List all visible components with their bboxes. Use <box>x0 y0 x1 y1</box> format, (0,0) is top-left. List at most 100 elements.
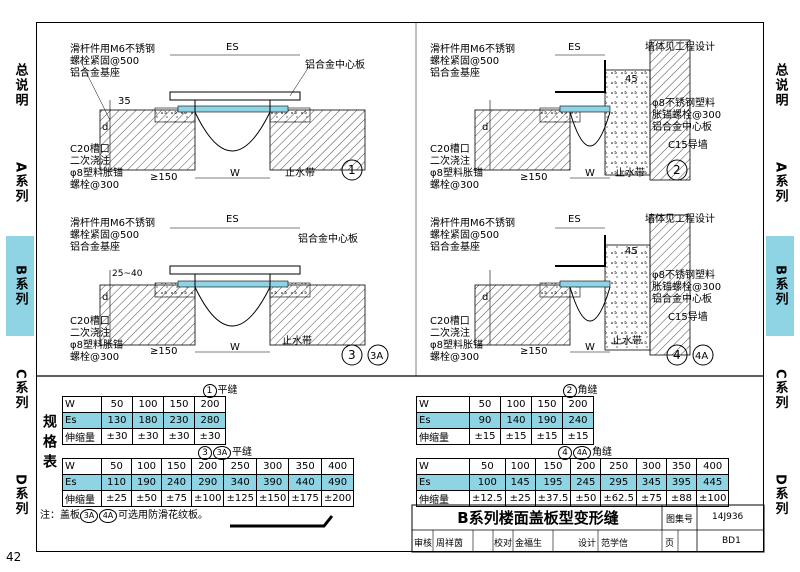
dim-label: d <box>482 122 488 133</box>
detail-1 <box>79 54 366 181</box>
label: 铝合金中心板 <box>652 292 712 305</box>
dim-label: ES <box>568 214 581 225</box>
table-cell: ±100 <box>695 490 730 507</box>
table-cell: 200 <box>562 396 594 413</box>
table-cell: 150 <box>531 396 563 413</box>
table-cell: ±50 <box>131 490 162 507</box>
label: 铝合金中心板 <box>305 58 365 71</box>
row-header: Es <box>62 474 102 491</box>
row-header: 伸缩量 <box>62 428 102 445</box>
side-tab-d-right[interactable]: D系列 <box>766 450 794 540</box>
table-cell: 100 <box>131 458 162 475</box>
row-header: Es <box>62 412 102 429</box>
table-cell: ±200 <box>320 490 355 507</box>
table-cell: 190 <box>131 474 162 491</box>
detail-number: 3 <box>348 348 356 362</box>
side-tab-b-right[interactable]: B系列 <box>766 236 794 336</box>
label: φ8塑料胀锚 <box>430 166 483 179</box>
label: C20槽口 <box>70 314 110 327</box>
table-cell: 350 <box>665 458 697 475</box>
dim-label: 45 <box>625 246 638 257</box>
side-tab-b[interactable]: B系列 <box>6 236 34 336</box>
table-cell: ±30 <box>101 428 133 445</box>
table-cell: 240 <box>161 474 192 491</box>
row-header: 伸缩量 <box>416 428 470 445</box>
label: φ8不锈钢塑料 <box>652 96 715 109</box>
table-cell: 200 <box>194 396 226 413</box>
page-value: BD1 <box>722 536 741 546</box>
table-cell: 50 <box>101 458 132 475</box>
side-tab-label: B系列 <box>12 265 28 307</box>
side-tab-a-right[interactable]: A系列 <box>766 138 794 228</box>
plate-sketch <box>230 515 334 528</box>
side-tab-general[interactable]: 总说明 <box>6 40 34 130</box>
label: C20槽口 <box>70 142 110 155</box>
table-cell: 440 <box>288 474 322 491</box>
label: 止水带 <box>615 167 645 179</box>
label: 铝合金基座 <box>430 66 480 79</box>
note-suffix: 可选用防滑花纹板。 <box>118 510 208 521</box>
table-cell: 100 <box>132 396 164 413</box>
detail-3 <box>99 227 389 366</box>
side-tab-label: C系列 <box>12 369 28 411</box>
side-tab-a[interactable]: A系列 <box>6 138 34 228</box>
detail-number: 2 <box>673 163 681 177</box>
table-cell: 350 <box>288 458 322 475</box>
table-cell: 140 <box>500 412 532 429</box>
table-cell: 100 <box>469 474 506 491</box>
table-cell: 130 <box>101 412 133 429</box>
dim-label: ≥150 <box>520 172 547 183</box>
table-cell: 90 <box>469 412 501 429</box>
row-header: W <box>416 396 470 413</box>
table-cell: ±88 <box>665 490 697 507</box>
table-cell: 250 <box>600 458 637 475</box>
label: 二次浇注 <box>70 154 110 167</box>
side-tab-general-right[interactable]: 总说明 <box>766 40 794 130</box>
dim-label: d <box>102 122 108 133</box>
label: 止水带 <box>285 167 315 179</box>
table-cell: 100 <box>500 396 532 413</box>
table-cell: ±37.5 <box>534 490 572 507</box>
spec-table-label: 规格表 <box>37 380 61 508</box>
table-cell: ±15 <box>562 428 594 445</box>
dim-label: ES <box>226 214 239 225</box>
atlas-number-value: 14J936 <box>712 512 744 522</box>
table-cell: ±30 <box>194 428 226 445</box>
row-header: W <box>62 396 102 413</box>
design-label: 设计 <box>578 539 597 549</box>
label: 滑杆件用M6不锈钢 <box>430 216 515 229</box>
side-tab-d[interactable]: D系列 <box>6 450 34 540</box>
table-cell: 200 <box>190 458 225 475</box>
label: 二次浇注 <box>70 326 110 339</box>
table-cell: 150 <box>534 458 572 475</box>
side-tab-c[interactable]: C系列 <box>6 345 34 435</box>
row-header: Es <box>416 474 470 491</box>
label: 螺栓@300 <box>70 178 119 191</box>
table-title-text: 角缝 <box>577 385 598 396</box>
table-row: 伸缩量±15±15±15±15 <box>416 428 594 445</box>
label: 滑杆件用M6不锈钢 <box>70 42 155 55</box>
table-cell: ±150 <box>255 490 290 507</box>
table-cell: ±75 <box>635 490 667 507</box>
table-cell: ±15 <box>500 428 532 445</box>
table-cell: 295 <box>600 474 637 491</box>
side-tab-c-right[interactable]: C系列 <box>766 345 794 435</box>
table-cell: ±75 <box>161 490 192 507</box>
side-tab-label: B系列 <box>772 265 788 307</box>
detail-labels: 滑杆件用M6不锈钢 螺栓紧固@500 铝合金基座 ES 铝合金中心板 35 d … <box>70 40 721 363</box>
table-row: 伸缩量±25±50±75±100±125±150±175±200 <box>62 490 355 507</box>
review-label: 审核 <box>414 539 433 549</box>
table-cell: 400 <box>320 458 355 475</box>
dim-label: ≥150 <box>150 172 177 183</box>
side-tab-label: D系列 <box>772 473 788 517</box>
note-prefix: 注：盖板 <box>40 510 80 521</box>
table-cell: 100 <box>504 458 536 475</box>
table-cell: ±175 <box>288 490 322 507</box>
drawing-frame <box>36 22 764 552</box>
page-label: 页 <box>665 539 675 549</box>
table-cell: 300 <box>635 458 667 475</box>
side-tab-label: D系列 <box>12 473 28 517</box>
